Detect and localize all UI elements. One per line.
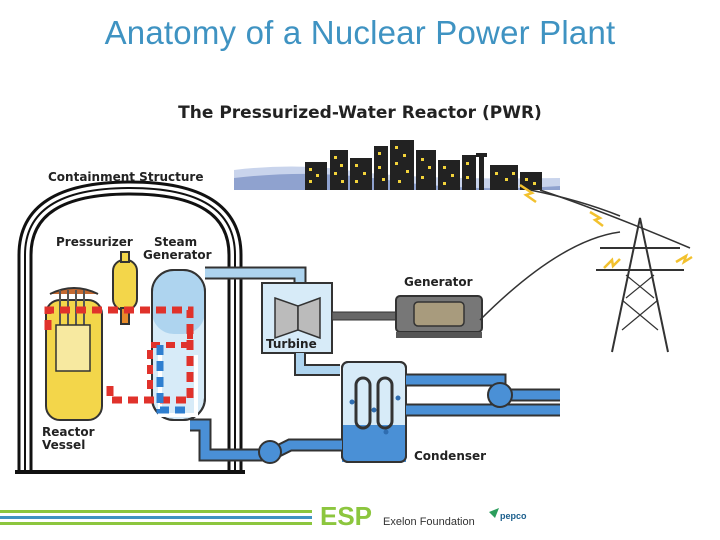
containment-label: Containment Structure: [48, 170, 203, 184]
svg-text:ESP: ESP: [320, 501, 372, 531]
pepco-logo: pepco: [489, 508, 527, 521]
reactor-vessel: [45, 287, 103, 421]
footer-stripes: [0, 510, 312, 525]
hot-coolant-loop: [44, 306, 194, 404]
cold-coolant-loop: [156, 345, 190, 414]
exelon-logo: Exelon Foundation: [383, 516, 475, 528]
reactor-label-line2: Vessel: [42, 438, 85, 452]
generator: [395, 295, 483, 338]
reactor-label-line1: Reactor: [42, 425, 95, 439]
condenser: [294, 353, 407, 463]
cooling-water-pipes: [406, 373, 560, 417]
diagram-title: The Pressurized-Water Reactor (PWR): [178, 103, 542, 123]
transmission-tower-icon: [479, 183, 693, 353]
esp-logo: ESP: [320, 501, 372, 531]
steam-generator-label-line2: Generator: [143, 248, 212, 262]
feedwater-line: [190, 418, 342, 464]
reactor-core: [55, 324, 91, 372]
steam-generator-label-line1: Steam: [154, 235, 197, 249]
condenser-label: Condenser: [414, 449, 486, 463]
turbine-label: Turbine: [266, 337, 317, 351]
slide-title: Anatomy of a Nuclear Power Plant: [104, 14, 616, 51]
pressurizer-label: Pressurizer: [56, 235, 133, 249]
generator-label: Generator: [404, 275, 473, 289]
svg-text:pepco: pepco: [500, 511, 527, 521]
city-skyline-icon: [234, 140, 560, 190]
feedwater-pump-icon: [258, 440, 282, 464]
